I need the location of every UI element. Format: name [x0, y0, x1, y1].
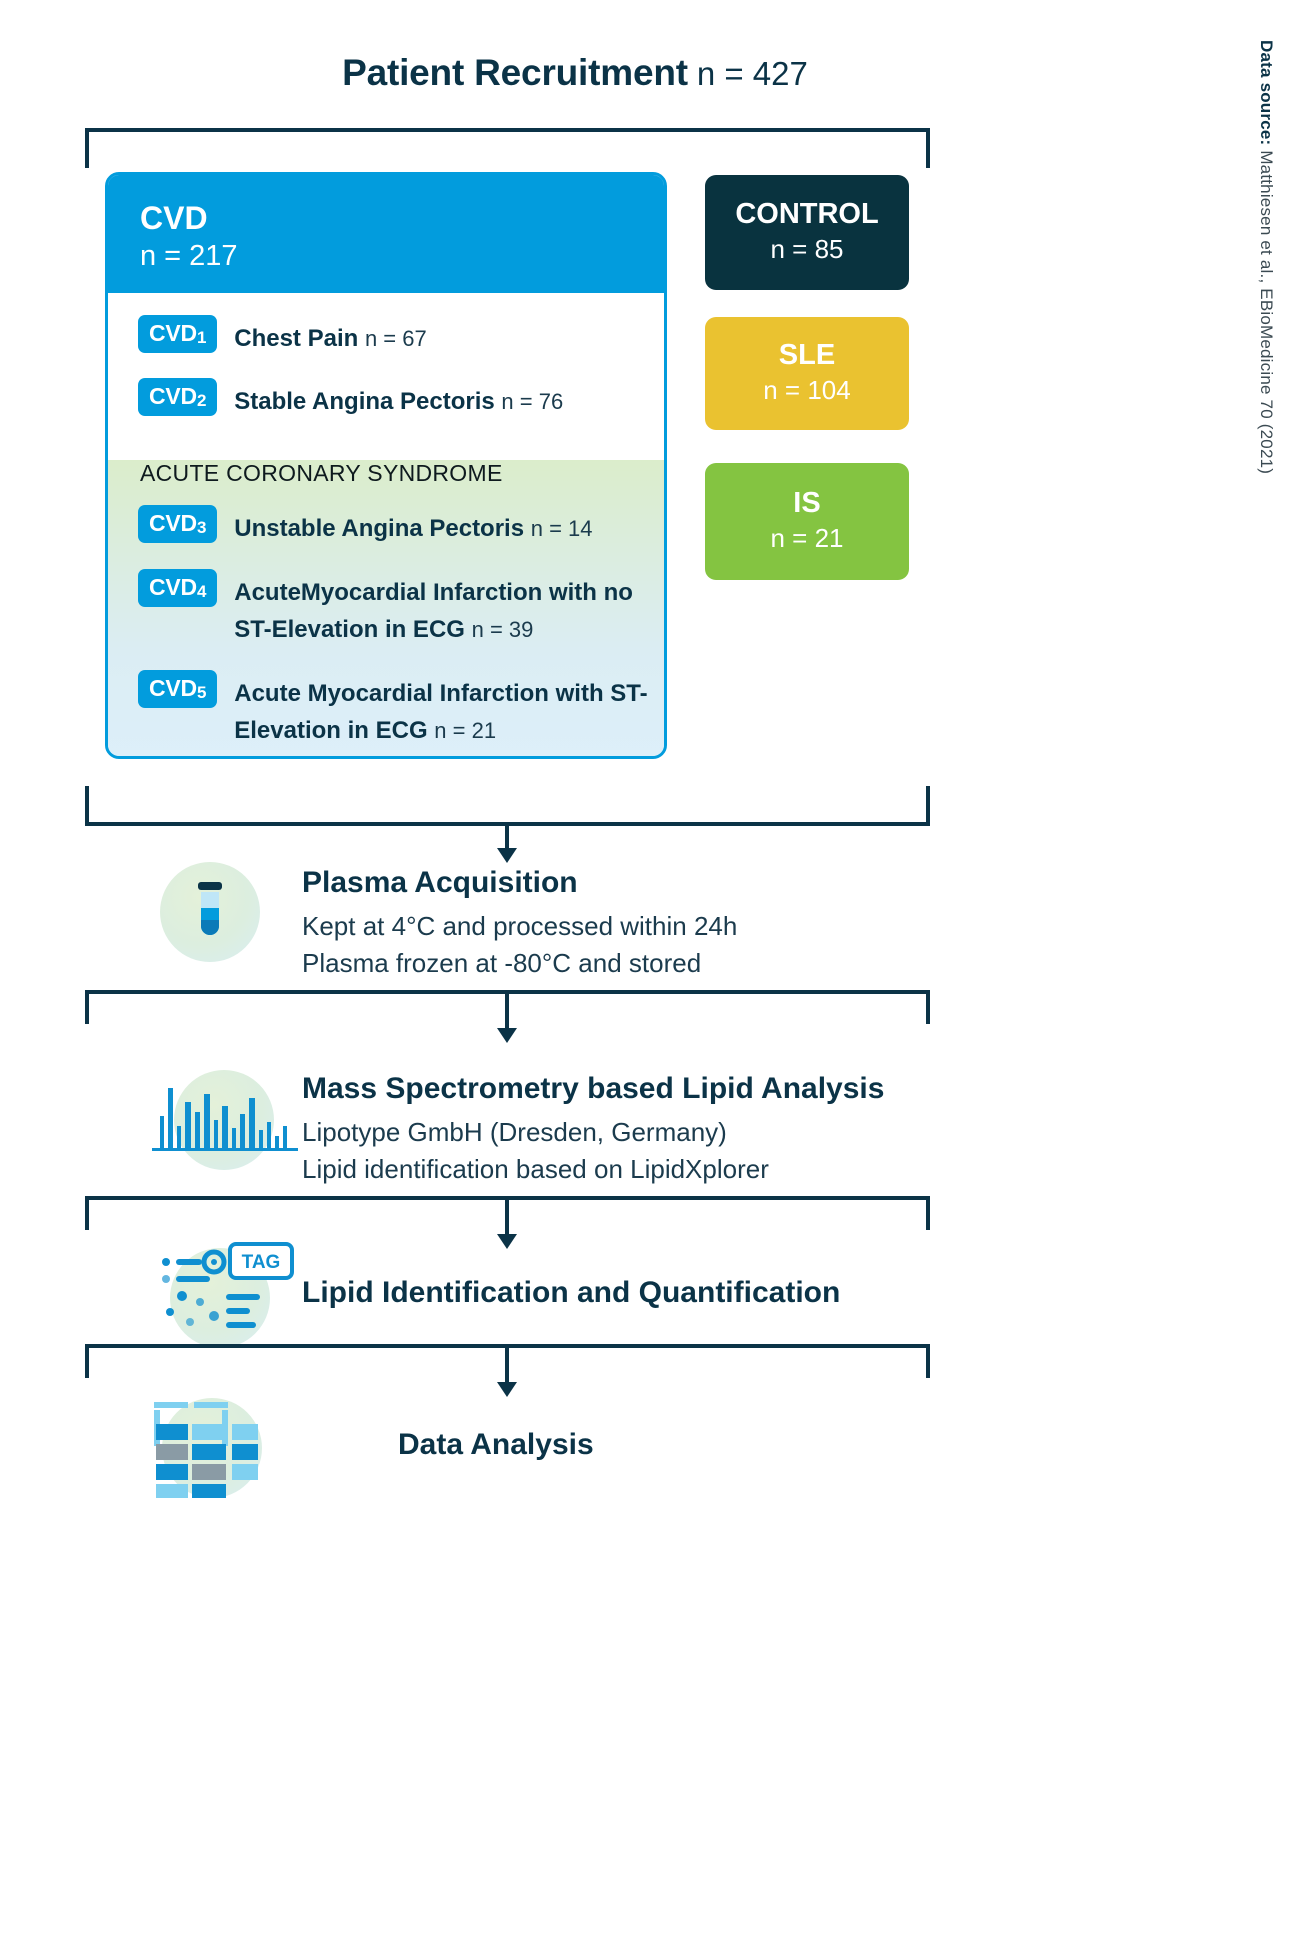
arrow-shaft-plasma — [505, 822, 509, 854]
lipidid-title: Lipid Identification and Quantification — [302, 1276, 841, 1309]
analysis-title: Data Analysis — [398, 1428, 594, 1461]
cvd4-count: n = 39 — [471, 617, 534, 643]
page-title-text: Patient Recruitment — [342, 52, 688, 93]
cvd-count: n = 217 — [140, 239, 238, 272]
cvd-row-3: CVD3 Unstable Angina Pectoris n = 14 — [138, 505, 593, 547]
cvd-row-5: CVD5 Acute Myocardial Infarction with ST… — [138, 670, 664, 749]
cvd1-count: n = 67 — [364, 326, 427, 351]
acs-section-label: ACUTE CORONARY SYNDROME — [140, 460, 503, 486]
arrow-head-ms — [497, 1028, 517, 1043]
cvd1-tag: CVD1 — [138, 315, 218, 353]
cvd2-label: Stable Angina Pectoris — [234, 388, 495, 415]
arrow-shaft-analysis — [505, 1348, 509, 1386]
bracket-to-plasma — [85, 786, 930, 826]
arrow-head-analysis — [497, 1382, 517, 1397]
ms-line-2: Lipid identification based on LipidXplor… — [302, 1154, 769, 1185]
control-count: n = 85 — [770, 233, 844, 264]
plasma-title: Plasma Acquisition — [302, 866, 578, 899]
cvd-row-1: CVD1 Chest Pain n = 67 — [138, 315, 427, 357]
cvd-row-4: CVD4 AcuteMyocardial Infarction with no … — [138, 569, 664, 648]
data-table-icon — [154, 1402, 258, 1498]
mass-spectrum-icon — [152, 1088, 298, 1151]
plasma-line-2: Plasma frozen at -80°C and stored — [302, 948, 702, 979]
ms-title: Mass Spectrometry based Lipid Analysis — [302, 1072, 885, 1105]
cvd2-count: n = 76 — [501, 389, 564, 414]
cvd3-text: Unstable Angina Pectoris n = 14 — [234, 505, 592, 547]
bracket-to-analysis — [85, 1344, 930, 1378]
cvd-header: CVD n = 217 — [108, 175, 664, 293]
cvd5-label: Acute Myocardial Infarction with ST-Elev… — [234, 680, 648, 745]
cvd5-count: n = 21 — [434, 718, 497, 744]
page-title-count: n = 427 — [696, 55, 808, 92]
control-title: CONTROL — [735, 197, 879, 230]
cvd-row-2: CVD2 Stable Angina Pectoris n = 76 — [138, 378, 563, 420]
cohort-box-sle: SLE n = 104 — [705, 317, 909, 430]
is-count: n = 21 — [770, 522, 844, 553]
arrow-shaft-lipidid — [505, 1200, 509, 1238]
arrow-head-lipidid — [497, 1234, 517, 1249]
cvd3-tag: CVD3 — [138, 505, 218, 543]
is-title: IS — [793, 486, 821, 519]
cvd4-tag: CVD4 — [138, 569, 218, 607]
ms-line-1: Lipotype GmbH (Dresden, Germany) — [302, 1116, 727, 1147]
cvd5-tag: CVD5 — [138, 670, 218, 708]
cvd1-label: Chest Pain — [234, 325, 359, 352]
cvd1-text: Chest Pain n = 67 — [234, 315, 426, 357]
data-source-citation: Matthiesen et al., EBioMedicine 70 (2021… — [1257, 145, 1276, 475]
sle-title: SLE — [778, 338, 836, 371]
data-source-note: Data source: Matthiesen et al., EBioMedi… — [1256, 40, 1276, 474]
bracket-to-ms — [85, 990, 930, 1024]
cvd-group-card: CVD n = 217 CVD1 Chest Pain n = 67 CVD2 … — [105, 172, 667, 759]
cvd4-text: AcuteMyocardial Infarction with no ST-El… — [234, 569, 664, 648]
plasma-line-1: Kept at 4°C and processed within 24h — [302, 910, 738, 941]
cvd5-text: Acute Myocardial Infarction with ST-Elev… — [234, 670, 664, 749]
cohort-box-is: IS n = 21 — [705, 463, 909, 580]
test-tube-icon — [198, 882, 222, 935]
cvd3-count: n = 14 — [530, 516, 593, 541]
cvd3-label: Unstable Angina Pectoris — [234, 515, 525, 542]
sle-count: n = 104 — [763, 374, 851, 405]
cvd2-tag: CVD2 — [138, 378, 218, 416]
svg-text:TAG: TAG — [242, 1252, 281, 1273]
lipid-tag-icon: TAG — [162, 1242, 294, 1328]
cvd4-label: AcuteMyocardial Infarction with no ST-El… — [234, 579, 633, 644]
cohort-box-control: CONTROL n = 85 — [705, 175, 909, 290]
cvd-title: CVD — [140, 200, 208, 236]
arrow-shaft-ms — [505, 994, 509, 1032]
cvd2-text: Stable Angina Pectoris n = 76 — [234, 378, 563, 420]
data-source-label: Data source: — [1257, 40, 1276, 146]
bracket-to-lipidid — [85, 1196, 930, 1230]
arrow-head-plasma — [497, 848, 517, 863]
bracket-top — [85, 128, 930, 168]
